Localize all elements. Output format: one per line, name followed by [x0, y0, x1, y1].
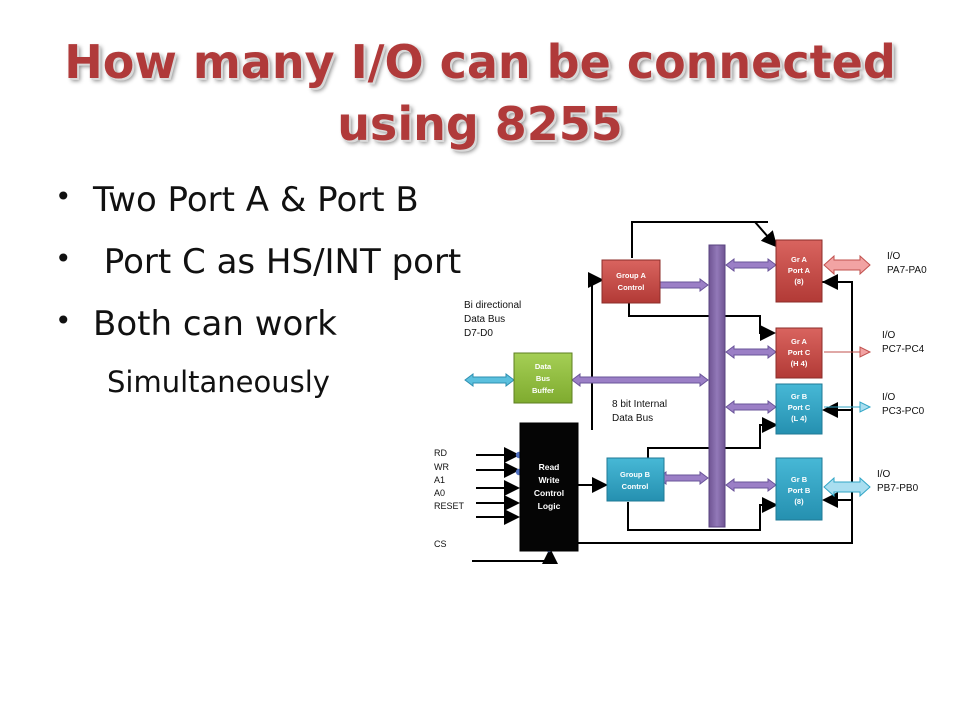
gr-b-port-b-block: Gr B Port B (8) — [775, 457, 823, 521]
bus-arrow-port-a — [725, 258, 777, 272]
group-a-control-line1: Group A — [616, 271, 646, 280]
port-b-line2: Port B — [788, 486, 811, 495]
bus-arrow-port-b — [725, 478, 777, 492]
bus-arrow-group-b — [657, 471, 709, 485]
io-arrow-port-a — [823, 254, 871, 276]
buffer-line2: Bus — [536, 374, 550, 383]
internal-bus-label: 8 bit Internal Data Bus — [612, 399, 667, 424]
port-a-line3: (8) — [794, 277, 804, 286]
bullet-text: Two Port A & Port B — [93, 180, 419, 220]
port-a-line2: Port A — [788, 266, 811, 275]
bullet-dot-icon: • — [55, 304, 72, 337]
svg-text:PC3-PC0: PC3-PC0 — [882, 406, 925, 417]
bullet-dot-icon: • — [55, 242, 72, 275]
port-c-upper-line3: (H 4) — [791, 359, 808, 368]
io-arrows — [823, 254, 872, 498]
group-b-control-line1: Group B — [620, 470, 651, 479]
group-a-control-line2: Control — [618, 283, 645, 292]
svg-text:8 bit Internal: 8 bit Internal — [612, 399, 667, 410]
svg-text:PC7-PC4: PC7-PC4 — [882, 344, 925, 355]
gr-a-port-c-block: Gr A Port C (H 4) — [775, 327, 823, 379]
gr-a-port-a-block: Gr A Port A (8) — [775, 239, 823, 303]
svg-text:I/O: I/O — [882, 330, 896, 341]
sub-bullet-text: Simultaneously — [107, 365, 330, 399]
bullet-text: Port C as HS/INT port — [93, 242, 462, 282]
rw-logic-line2: Write — [538, 475, 559, 485]
io-arrow-port-c-upper — [824, 346, 872, 358]
bus-arrow-port-c-upper — [725, 345, 777, 359]
external-data-bus-arrow — [464, 373, 515, 387]
bullet-dot-icon: • — [55, 180, 72, 213]
svg-text:RESET: RESET — [434, 501, 465, 511]
rw-logic-line3: Control — [534, 488, 564, 498]
port-c-upper-line1: Gr A — [791, 337, 808, 346]
bus-arrow-buffer — [571, 373, 709, 387]
group-b-control-line2: Control — [622, 482, 649, 491]
svg-text:I/O: I/O — [882, 392, 896, 403]
port-c-lower-line2: Port C — [788, 403, 811, 412]
svg-text:Data Bus: Data Bus — [464, 314, 505, 325]
slide-title-line1: How many I/O can be connected — [64, 35, 896, 89]
svg-text:WR: WR — [434, 462, 449, 472]
port-c-upper-line2: Port C — [788, 348, 811, 357]
svg-text:I/O: I/O — [877, 469, 891, 480]
gr-b-port-c-block: Gr B Port C (L 4) — [775, 383, 823, 435]
group-b-control-block: Group B Control — [606, 457, 665, 502]
port-b-line3: (8) — [794, 497, 804, 506]
port-c-lower-line1: Gr B — [791, 392, 808, 401]
port-c-lower-line3: (L 4) — [791, 414, 807, 423]
control-input-labels: RD WR A1 A0 RESET CS — [434, 448, 465, 549]
buffer-line1: Data — [535, 362, 552, 371]
io-arrow-port-c-lower — [824, 401, 872, 413]
svg-text:I/O: I/O — [887, 251, 901, 262]
svg-text:A0: A0 — [434, 488, 445, 498]
internal-data-bus — [708, 244, 726, 528]
buffer-line3: Buffer — [532, 386, 554, 395]
svg-text:RD: RD — [434, 448, 447, 458]
svg-text:PB7-PB0: PB7-PB0 — [877, 483, 919, 494]
data-bus-buffer-block: Data Bus Buffer — [513, 352, 573, 404]
svg-text:PA7-PA0: PA7-PA0 — [887, 265, 927, 276]
io-arrow-port-b — [823, 476, 871, 498]
svg-text:Bi directional: Bi directional — [464, 300, 521, 311]
svg-text:Data Bus: Data Bus — [612, 413, 653, 424]
rw-logic-line1: Read — [539, 462, 560, 472]
rw-logic-line4: Logic — [538, 501, 561, 511]
svg-text:CS: CS — [434, 539, 447, 549]
bidirectional-bus-label: Bi directional Data Bus D7-D0 — [464, 300, 521, 339]
svg-text:A1: A1 — [434, 475, 445, 485]
port-a-line1: Gr A — [791, 255, 808, 264]
svg-text:D7-D0: D7-D0 — [464, 328, 493, 339]
port-b-line1: Gr B — [791, 475, 808, 484]
slide-title-line2: using 8255 — [337, 97, 623, 151]
io-labels: I/O PA7-PA0 I/O PC7-PC4 I/O PC3-PC0 I/O … — [877, 251, 927, 494]
bus-arrow-port-c-lower — [725, 400, 777, 414]
read-write-control-logic-block: Read Write Control Logic — [519, 422, 579, 552]
group-a-control-block: Group A Control — [601, 259, 661, 304]
bullet-text: Both can work — [93, 304, 337, 344]
